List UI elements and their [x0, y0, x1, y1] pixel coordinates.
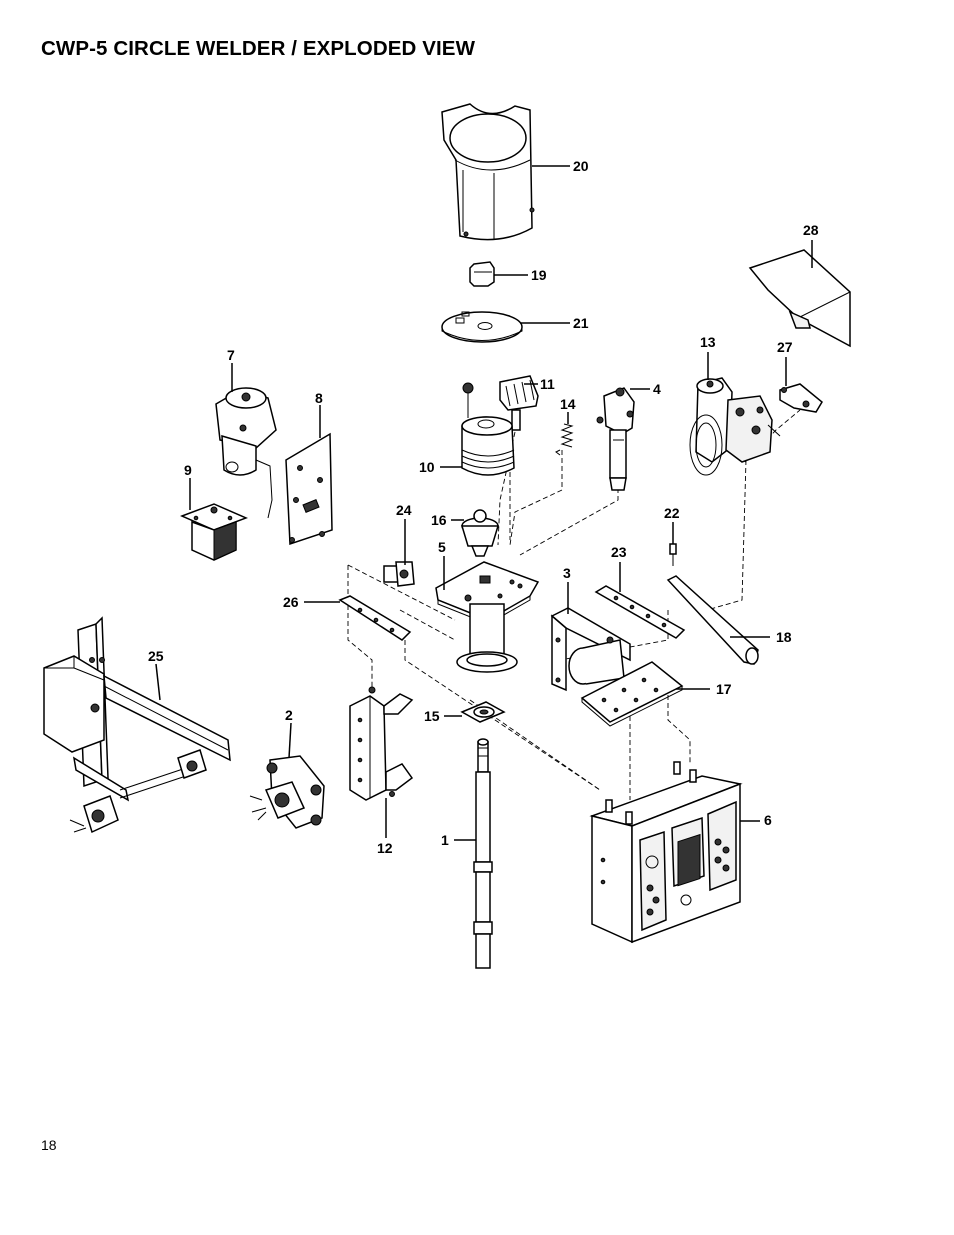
- callout-23: 23: [611, 544, 627, 560]
- callout-5: 5: [438, 539, 446, 555]
- callout-8: 8: [315, 390, 323, 406]
- callout-25: 25: [148, 648, 164, 664]
- part-23-support-bar: [594, 585, 686, 639]
- callout-6: 6: [764, 812, 772, 828]
- callout-10: 10: [419, 459, 435, 475]
- leader-lines: [155, 165, 813, 841]
- part-14-spring: [555, 423, 574, 456]
- part-9-junction-box: [180, 503, 248, 561]
- callout-19: 19: [531, 267, 547, 283]
- part-4-torch-holder: [596, 387, 635, 491]
- callout-11: 11: [540, 376, 555, 392]
- callout-21: 21: [573, 315, 589, 331]
- callout-12: 12: [377, 840, 393, 856]
- part-15-flange: [460, 701, 506, 723]
- callout-15: 15: [424, 708, 440, 724]
- callout-labels: 20 19 21 28 13 27 7 11 4 8 14 9 10 24 16…: [148, 158, 819, 856]
- callout-27: 27: [777, 339, 793, 355]
- part-16-hub: [460, 509, 500, 557]
- callout-17: 17: [716, 681, 732, 697]
- callout-3: 3: [563, 565, 571, 581]
- callout-24: 24: [396, 502, 412, 518]
- page-number: 18: [41, 1137, 57, 1153]
- callout-14: 14: [560, 396, 576, 412]
- part-25-gantry: [43, 616, 231, 834]
- assembly-guide-lines: [347, 409, 801, 800]
- callout-22: 22: [664, 505, 680, 521]
- callout-28: 28: [803, 222, 819, 238]
- callout-26: 26: [283, 594, 299, 610]
- part-26-strap: [338, 595, 412, 641]
- part-8-mounting-plate: [285, 432, 333, 546]
- callout-18: 18: [776, 629, 792, 645]
- callout-1: 1: [441, 832, 449, 848]
- part-1-shaft: [473, 738, 493, 969]
- callout-4: 4: [653, 381, 661, 397]
- part-5-main-column: [435, 561, 540, 673]
- callout-13: 13: [700, 334, 716, 350]
- page-title: CWP-5 CIRCLE WELDER / EXPLODED VIEW: [41, 37, 476, 60]
- part-19-nut: [469, 261, 495, 287]
- callout-2: 2: [285, 707, 293, 723]
- part-20-shroud: [441, 103, 535, 241]
- part-27-bracket: [779, 383, 823, 413]
- part-28-cover: [748, 249, 851, 348]
- callout-9: 9: [184, 462, 192, 478]
- part-6-control-box: [589, 761, 743, 944]
- callout-20: 20: [573, 158, 589, 174]
- part-12-mast-bracket: [349, 686, 414, 801]
- part-2-carriage: [249, 755, 325, 829]
- part-13-wire-feeder: [689, 377, 781, 476]
- callout-16: 16: [431, 512, 447, 528]
- part-24-solenoid: [383, 561, 415, 587]
- part-21-disk: [441, 311, 523, 343]
- part-10-motor: [461, 382, 515, 476]
- part-18-arm: [666, 575, 759, 665]
- part-3-drive-assembly: [550, 607, 631, 692]
- callout-7: 7: [227, 347, 235, 363]
- part-22-screw: [669, 543, 677, 566]
- part-7-gear-motor: [215, 387, 277, 519]
